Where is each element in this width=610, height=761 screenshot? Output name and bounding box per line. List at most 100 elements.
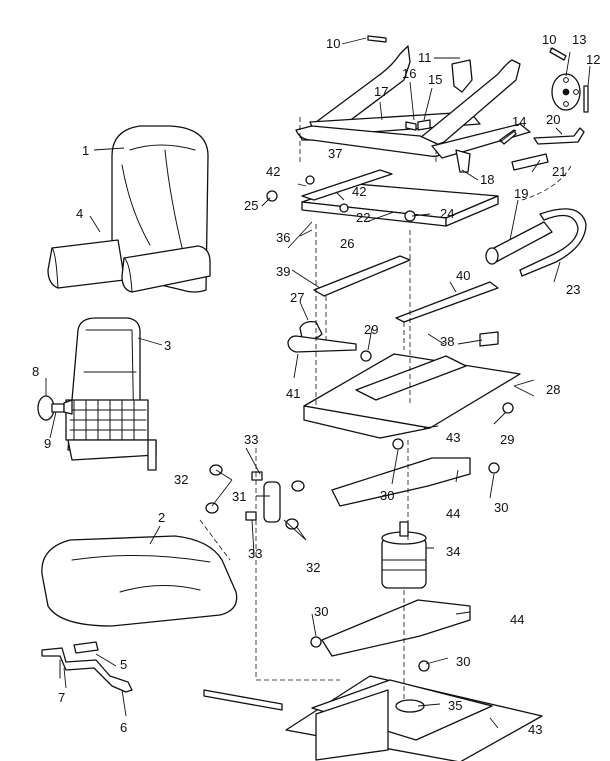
- callout-30a: 30: [380, 488, 394, 503]
- damper: [245, 471, 281, 523]
- base-frame: [285, 675, 543, 761]
- bracket-38: [479, 331, 499, 347]
- callout-30b: 30: [494, 500, 508, 515]
- callout-30d: 30: [456, 654, 470, 669]
- callout-37: 37: [328, 146, 342, 161]
- callout-1: 1: [82, 143, 89, 158]
- callout-39: 39: [276, 264, 290, 279]
- callout-14: 14: [512, 114, 526, 129]
- bolt-10a: [367, 35, 387, 43]
- bolt-10b: [549, 47, 567, 61]
- backrest-frame: [65, 317, 157, 471]
- handle-20: [533, 127, 585, 145]
- callout-42a: 42: [266, 164, 280, 179]
- pin-16: [405, 121, 417, 131]
- callout-33b: 33: [248, 546, 262, 561]
- gas-spring-19: [485, 221, 553, 265]
- callout-labels: 1 4 3 8 9 2 5 7 6 10 10 13 12 11 17 16 1…: [32, 32, 600, 737]
- bushing-32b: [205, 502, 219, 514]
- rod-41: [287, 335, 357, 353]
- callout-44b: 44: [510, 612, 524, 627]
- nut-30d: [418, 660, 430, 672]
- callout-41: 41: [286, 386, 300, 401]
- callout-32b: 32: [306, 560, 320, 575]
- recline-knob: [37, 395, 65, 421]
- callout-29a: 29: [364, 322, 378, 337]
- nut-29b: [502, 402, 514, 414]
- nut-29a: [360, 350, 372, 362]
- rod-pair: [203, 689, 283, 711]
- callout-2: 2: [158, 510, 165, 525]
- nut-30b: [488, 462, 500, 474]
- callout-29b: 29: [500, 432, 514, 447]
- callout-40: 40: [456, 268, 470, 283]
- callout-5: 5: [120, 657, 127, 672]
- callout-20: 20: [546, 112, 560, 127]
- callout-7: 7: [58, 690, 65, 705]
- alignment-lines: [199, 116, 573, 700]
- callout-4: 4: [76, 206, 83, 221]
- nut-30a: [392, 438, 404, 450]
- armrest-left: [47, 239, 125, 289]
- scissor-link-lower: [321, 599, 471, 657]
- bushing-32d: [285, 518, 299, 530]
- callout-22: 22: [356, 210, 370, 225]
- callout-19: 19: [514, 186, 528, 201]
- callout-27: 27: [290, 290, 304, 305]
- callout-35: 35: [448, 698, 462, 713]
- upper-rail-frame: [295, 45, 531, 159]
- armrest-right: [121, 245, 211, 293]
- callout-44a: 44: [446, 506, 460, 521]
- callout-15: 15: [428, 72, 442, 87]
- callout-32a: 32: [174, 472, 188, 487]
- callout-10b: 10: [542, 32, 556, 47]
- callout-12: 12: [586, 52, 600, 67]
- callout-6: 6: [120, 720, 127, 735]
- callout-28: 28: [546, 382, 560, 397]
- callout-33a: 33: [244, 432, 258, 447]
- slide-rail-40: [395, 281, 499, 323]
- callout-36: 36: [276, 230, 290, 245]
- seat-pan-bracket: [41, 641, 133, 693]
- washer-42a: [305, 175, 315, 185]
- nut-30c: [310, 636, 322, 648]
- callout-21: 21: [552, 164, 566, 179]
- callout-38: 38: [440, 334, 454, 349]
- hose-23: [519, 208, 587, 277]
- callout-24: 24: [440, 206, 454, 221]
- callout-8: 8: [32, 364, 39, 379]
- seat-cushion: [41, 535, 238, 627]
- scissor-link-upper: [331, 457, 471, 507]
- callout-11: 11: [418, 50, 432, 65]
- callout-26: 26: [340, 236, 354, 251]
- callout-34: 34: [446, 544, 460, 559]
- callout-43a: 43: [446, 430, 460, 445]
- callout-18: 18: [480, 172, 494, 187]
- latch-bracket: [451, 59, 473, 93]
- slide-rail-26: [313, 255, 411, 297]
- callout-17: 17: [374, 84, 388, 99]
- callout-23: 23: [566, 282, 580, 297]
- clip-15: [417, 119, 431, 131]
- callout-3: 3: [164, 338, 171, 353]
- callout-42b: 42: [352, 184, 366, 199]
- grip-21: [511, 153, 549, 171]
- bushing-32c: [291, 480, 305, 492]
- slide-rail-37: [301, 169, 393, 201]
- callout-16: 16: [402, 66, 416, 81]
- callout-25: 25: [244, 198, 258, 213]
- callout-43b: 43: [528, 722, 542, 737]
- knob-washer: [63, 399, 73, 415]
- pin-35: [395, 699, 425, 713]
- callout-31: 31: [232, 489, 246, 504]
- adjust-knob: [551, 73, 581, 111]
- callout-10a: 10: [326, 36, 340, 51]
- washer-42b: [339, 203, 349, 213]
- upper-suspension-frame: [303, 353, 521, 439]
- leader-lines: [45, 37, 591, 729]
- air-spring: [381, 521, 427, 589]
- callout-30c: 30: [314, 604, 328, 619]
- callout-13: 13: [572, 32, 586, 47]
- callout-9: 9: [44, 436, 51, 451]
